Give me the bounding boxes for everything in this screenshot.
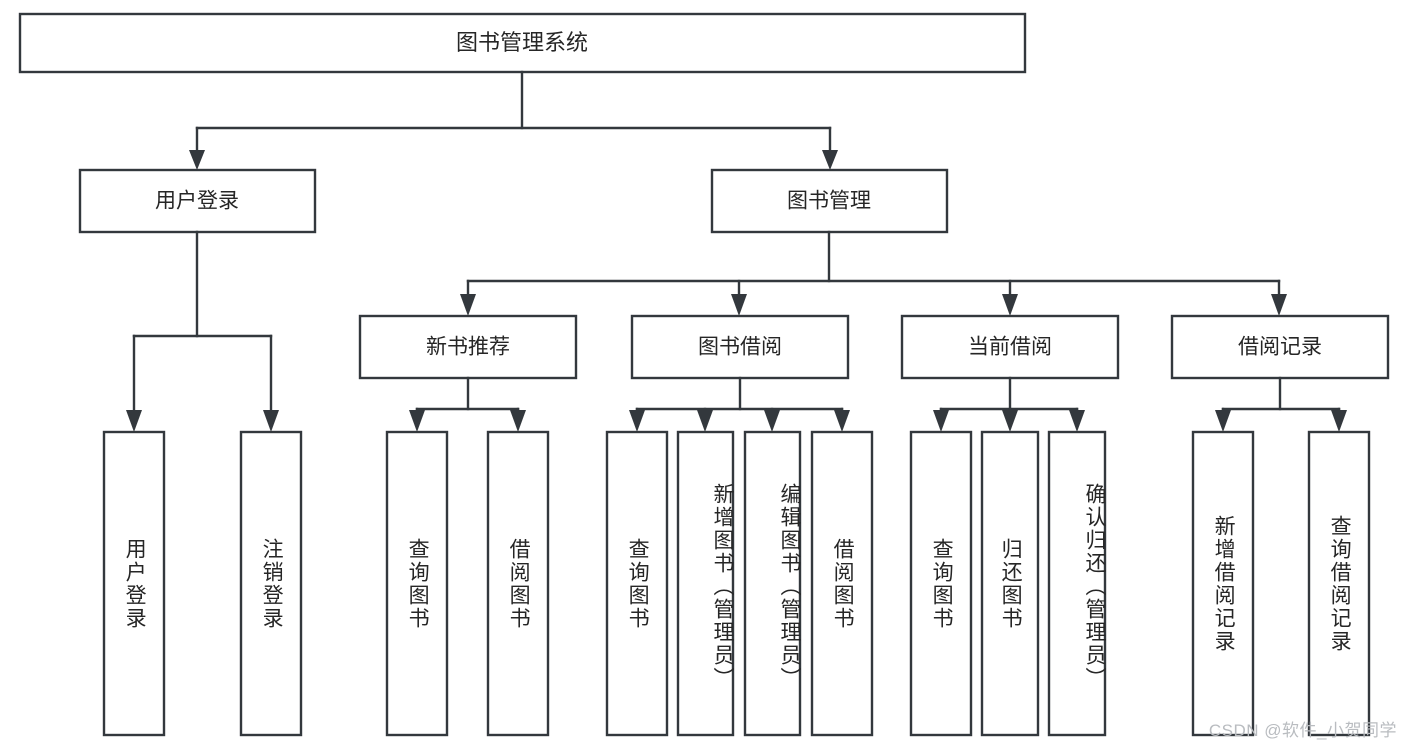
csdn-watermark: CSDN @软件_小贺同学 <box>1208 721 1397 740</box>
arrowhead-leaf-query-record <box>1331 410 1347 432</box>
arrowhead-user-login <box>189 150 205 170</box>
node-new-book-recommend-box[interactable] <box>358 314 578 380</box>
arrowhead-leaf-query-book-3 <box>933 410 949 432</box>
leaf-box-add-record[interactable] <box>1191 430 1255 737</box>
leaf-box-query-book-2[interactable] <box>605 430 669 737</box>
node-book-manage[interactable]: 图书管理 <box>710 168 949 234</box>
leaf-box-borrow-book-2[interactable] <box>810 430 874 737</box>
node-user-login-label: 用户登录 <box>155 190 239 213</box>
node-user-login[interactable]: 用户登录 <box>78 168 317 234</box>
node-book-borrow[interactable]: 图书借阅 <box>630 314 850 380</box>
node-book-borrow-box[interactable] <box>630 314 850 380</box>
node-borrow-record-label: 借阅记录 <box>1238 336 1322 359</box>
arrowhead-leaf-user-login <box>126 410 142 432</box>
node-book-manage-label: 图书管理 <box>787 190 871 213</box>
arrowhead-leaf-logout-login <box>263 410 279 432</box>
leaf-box-confirm-return[interactable] <box>1047 430 1107 737</box>
node-new-book-recommend-label: 新书推荐 <box>426 336 510 359</box>
arrowhead-leaf-borrow-book-2 <box>834 410 850 432</box>
leaf-box-return-book[interactable] <box>980 430 1040 737</box>
leaf-box-user-login[interactable] <box>102 430 166 737</box>
leaf-box-logout-login[interactable] <box>239 430 303 737</box>
arrowhead-book-borrow <box>731 294 747 316</box>
node-current-borrow-label: 当前借阅 <box>968 336 1052 359</box>
leaf-box-edit-book[interactable] <box>743 430 802 737</box>
arrowhead-current-borrow <box>1002 294 1018 316</box>
node-current-borrow[interactable]: 当前借阅 <box>900 314 1120 380</box>
arrowhead-borrow-record <box>1271 294 1287 316</box>
leaf-box-query-book-3[interactable] <box>909 430 973 737</box>
arrowhead-leaf-confirm-return <box>1069 410 1085 432</box>
node-root-label: 图书管理系统 <box>456 30 588 55</box>
leaf-box-query-record[interactable] <box>1307 430 1371 737</box>
leaf-box-query-book-1[interactable] <box>385 430 449 737</box>
node-book-manage-box[interactable] <box>710 168 949 234</box>
node-borrow-record[interactable]: 借阅记录 <box>1170 314 1390 380</box>
node-new-book-recommend[interactable]: 新书推荐 <box>358 314 578 380</box>
node-root-box[interactable] <box>18 12 1027 74</box>
node-root[interactable]: 图书管理系统 <box>18 12 1027 74</box>
arrowhead-leaf-add-record <box>1215 410 1231 432</box>
arrowhead-leaf-add-book <box>697 410 713 432</box>
node-borrow-record-box[interactable] <box>1170 314 1390 380</box>
arrowhead-new-book-recommend <box>460 294 476 316</box>
node-book-borrow-label: 图书借阅 <box>698 336 782 359</box>
arrowhead-leaf-query-book-2 <box>629 410 645 432</box>
leaf-box-borrow-book-1[interactable] <box>486 430 550 737</box>
node-current-borrow-box[interactable] <box>900 314 1120 380</box>
arrowhead-leaf-borrow-book-1 <box>510 410 526 432</box>
arrowhead-leaf-return-book <box>1002 410 1018 432</box>
arrowhead-leaf-edit-book <box>764 410 780 432</box>
arrowhead-leaf-query-book-1 <box>409 410 425 432</box>
arrowhead-book-manage <box>822 150 838 170</box>
leaf-box-add-book[interactable] <box>676 430 735 737</box>
